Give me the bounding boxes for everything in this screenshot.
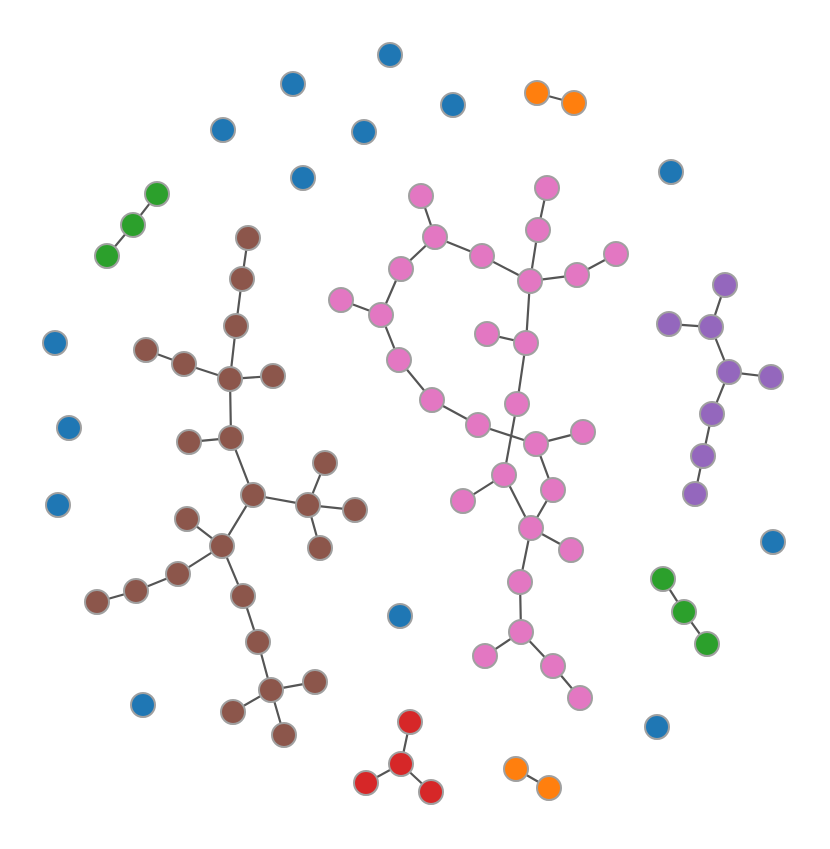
graph-node-b7 — [658, 159, 684, 185]
graph-node-p3 — [525, 217, 551, 243]
graph-node-br6 — [217, 366, 243, 392]
graph-node-br4 — [133, 337, 159, 363]
graph-node-b9 — [56, 415, 82, 441]
graph-node-g3 — [94, 243, 120, 269]
graph-node-b11 — [760, 529, 786, 555]
graph-node-p7 — [517, 268, 543, 294]
graph-node-pu8 — [682, 481, 708, 507]
graph-node-br12 — [295, 492, 321, 518]
graph-node-g5 — [671, 599, 697, 625]
graph-node-o3 — [503, 756, 529, 782]
graph-node-p25 — [507, 569, 533, 595]
graph-node-b2 — [280, 71, 306, 97]
graph-node-p5 — [469, 243, 495, 269]
graph-node-r1 — [397, 709, 423, 735]
graph-node-pu6 — [699, 401, 725, 427]
graph-node-p22 — [450, 488, 476, 514]
graph-node-br16 — [209, 533, 235, 559]
graph-node-br22 — [258, 677, 284, 703]
graph-node-br20 — [230, 583, 256, 609]
graph-node-pu2 — [656, 311, 682, 337]
graph-node-g2 — [120, 212, 146, 238]
graph-node-p24 — [558, 537, 584, 563]
graph-node-br15 — [174, 506, 200, 532]
graph-node-p13 — [513, 330, 539, 356]
graph-node-p28 — [540, 653, 566, 679]
graph-node-pu7 — [690, 443, 716, 469]
graph-node-br10 — [240, 482, 266, 508]
graph-node-o1 — [524, 80, 550, 106]
graph-node-p16 — [504, 391, 530, 417]
node-layer — [42, 42, 786, 805]
graph-node-br13 — [342, 497, 368, 523]
graph-node-g6 — [694, 631, 720, 657]
graph-node-b14 — [644, 714, 670, 740]
graph-node-br2 — [229, 266, 255, 292]
graph-node-p1 — [408, 183, 434, 209]
graph-node-p15 — [419, 387, 445, 413]
graph-node-br21 — [245, 629, 271, 655]
graph-node-p29 — [567, 685, 593, 711]
graph-node-br1 — [235, 225, 261, 251]
graph-node-b8 — [42, 330, 68, 356]
graph-node-p2 — [534, 175, 560, 201]
graph-node-p8 — [564, 262, 590, 288]
graph-node-br7 — [260, 363, 286, 389]
graph-node-r4 — [418, 779, 444, 805]
graph-node-b4 — [210, 117, 236, 143]
graph-node-b1 — [377, 42, 403, 68]
graph-node-br11 — [312, 450, 338, 476]
graph-node-br14 — [307, 535, 333, 561]
graph-node-b13 — [130, 692, 156, 718]
graph-node-br25 — [271, 722, 297, 748]
graph-node-p23 — [518, 515, 544, 541]
graph-node-br8 — [176, 429, 202, 455]
graph-node-br17 — [165, 561, 191, 587]
graph-node-p27 — [472, 643, 498, 669]
graph-node-b3 — [440, 92, 466, 118]
graph-node-br3 — [223, 313, 249, 339]
graph-node-p12 — [474, 321, 500, 347]
graph-node-p4 — [422, 224, 448, 250]
graph-node-pu5 — [758, 364, 784, 390]
graph-node-p14 — [386, 347, 412, 373]
graph-node-p9 — [603, 241, 629, 267]
graph-node-g1 — [144, 181, 170, 207]
graph-node-p21 — [540, 477, 566, 503]
graph-node-br5 — [171, 351, 197, 377]
graph-node-b12 — [387, 603, 413, 629]
graph-node-pu1 — [712, 272, 738, 298]
graph-node-br19 — [84, 589, 110, 615]
graph-node-p20 — [491, 462, 517, 488]
graph-node-pu3 — [698, 314, 724, 340]
graph-node-br24 — [220, 699, 246, 725]
graph-node-g4 — [650, 566, 676, 592]
graph-node-br23 — [302, 669, 328, 695]
graph-node-p10 — [328, 287, 354, 313]
graph-node-p11 — [368, 302, 394, 328]
graph-node-pu4 — [716, 359, 742, 385]
graph-node-p17 — [465, 412, 491, 438]
graph-node-b10 — [45, 492, 71, 518]
graph-node-br18 — [123, 578, 149, 604]
graph-node-b5 — [351, 119, 377, 145]
graph-node-b6 — [290, 165, 316, 191]
graph-node-r3 — [353, 770, 379, 796]
graph-node-p19 — [570, 419, 596, 445]
graph-node-o2 — [561, 90, 587, 116]
graph-node-p26 — [508, 619, 534, 645]
graph-node-o4 — [536, 775, 562, 801]
graph-node-r2 — [388, 751, 414, 777]
graph-node-br9 — [218, 425, 244, 451]
graph-node-p6 — [388, 256, 414, 282]
graph-node-p18 — [523, 431, 549, 457]
